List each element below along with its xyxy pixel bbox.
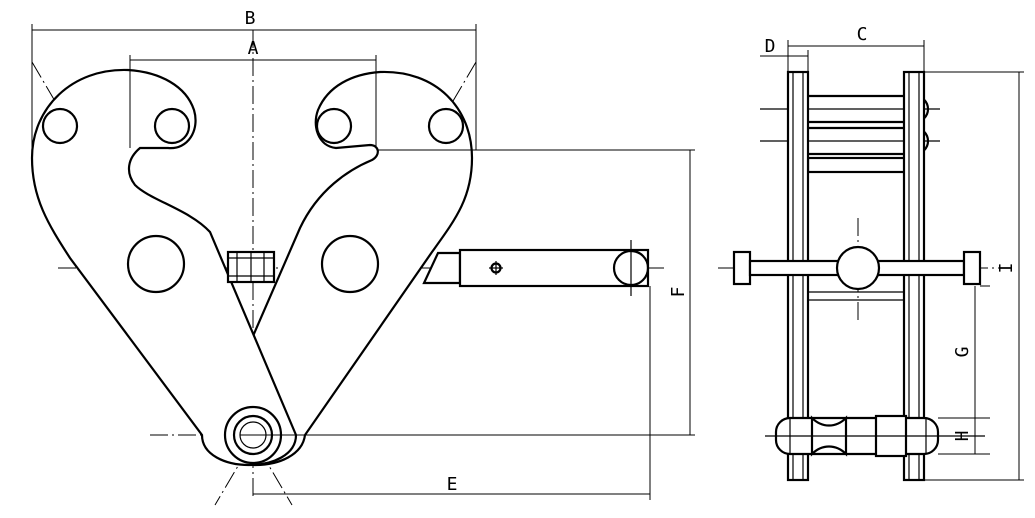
bottom-pivot-roller <box>765 414 985 458</box>
side-screw-boss <box>835 245 881 291</box>
dimension-i: I <box>924 71 1024 481</box>
label-d: D <box>765 36 776 57</box>
label-b: B <box>245 8 256 29</box>
label-a: A <box>248 38 259 59</box>
dimension-g: G <box>938 285 990 419</box>
dimension-f: F <box>240 149 695 436</box>
left-jaw-top-hole <box>41 107 79 145</box>
label-g: G <box>952 347 973 358</box>
dimension-a: A <box>129 38 377 148</box>
front-view: B A E F <box>30 8 695 506</box>
label-c: C <box>857 24 868 45</box>
dimension-c: C <box>787 24 925 72</box>
dimension-b: B <box>31 8 477 150</box>
left-jaw-inner-top-hole <box>153 107 191 145</box>
side-spacer-bar <box>806 156 914 174</box>
left-jaw-middle-hole <box>126 234 186 294</box>
dimension-h: H <box>938 418 990 455</box>
dimension-e: E <box>253 286 651 500</box>
center-screw-nut <box>226 250 276 284</box>
right-jaw-middle-hole <box>320 234 380 294</box>
label-f: F <box>668 287 689 298</box>
right-jaw-inner-top-hole <box>315 107 353 145</box>
adjusting-handle <box>422 240 650 296</box>
left-jaw-plate <box>30 68 298 467</box>
label-i: I <box>996 263 1017 274</box>
side-view: C D I G H <box>718 24 1024 482</box>
label-h: H <box>952 431 973 442</box>
right-jaw-top-hole <box>427 107 465 145</box>
side-cross-screw <box>732 245 982 291</box>
dimension-d: D <box>760 36 809 72</box>
label-e: E <box>447 474 458 495</box>
